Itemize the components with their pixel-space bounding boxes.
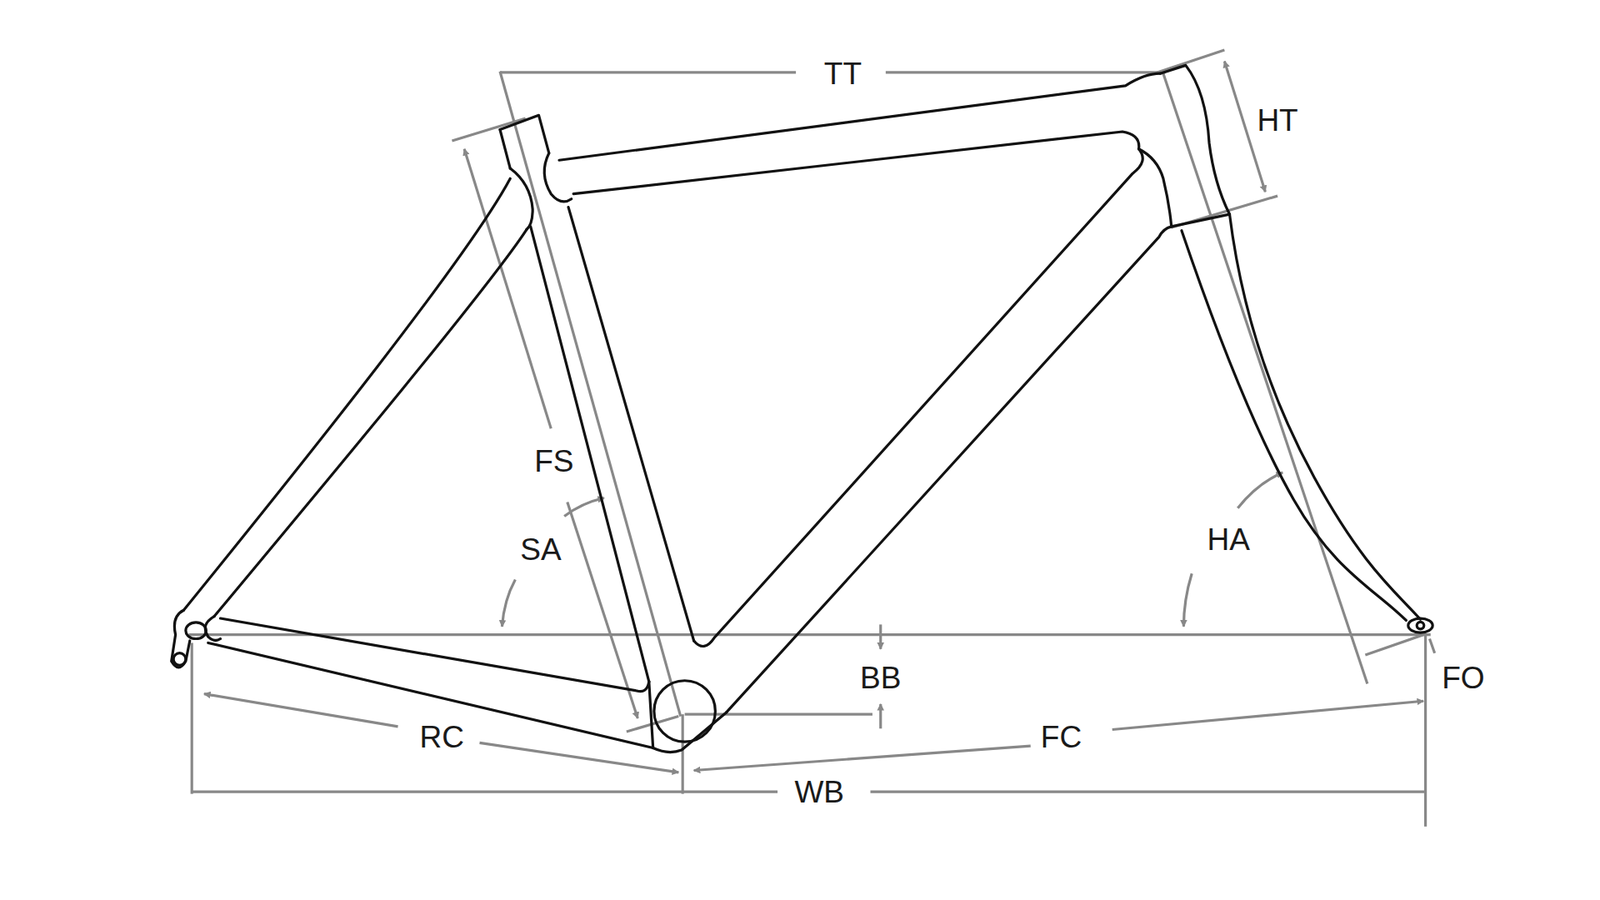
dimension-label: FS: [530, 445, 577, 478]
dimension-label: RC: [415, 720, 467, 754]
dimension-label: WB: [790, 775, 848, 809]
dimension-label: FO: [1438, 661, 1488, 695]
dimension-label: HA: [1204, 522, 1254, 555]
geometry-lines: [189, 50, 1435, 827]
dimension-label: FC: [1037, 720, 1085, 754]
bicycle-frame: [171, 65, 1433, 752]
dimension-label: TT: [820, 57, 865, 90]
dimension-label: HT: [1253, 104, 1301, 137]
dimension-label: SA: [516, 532, 565, 565]
dimension-label: BB: [856, 661, 905, 695]
